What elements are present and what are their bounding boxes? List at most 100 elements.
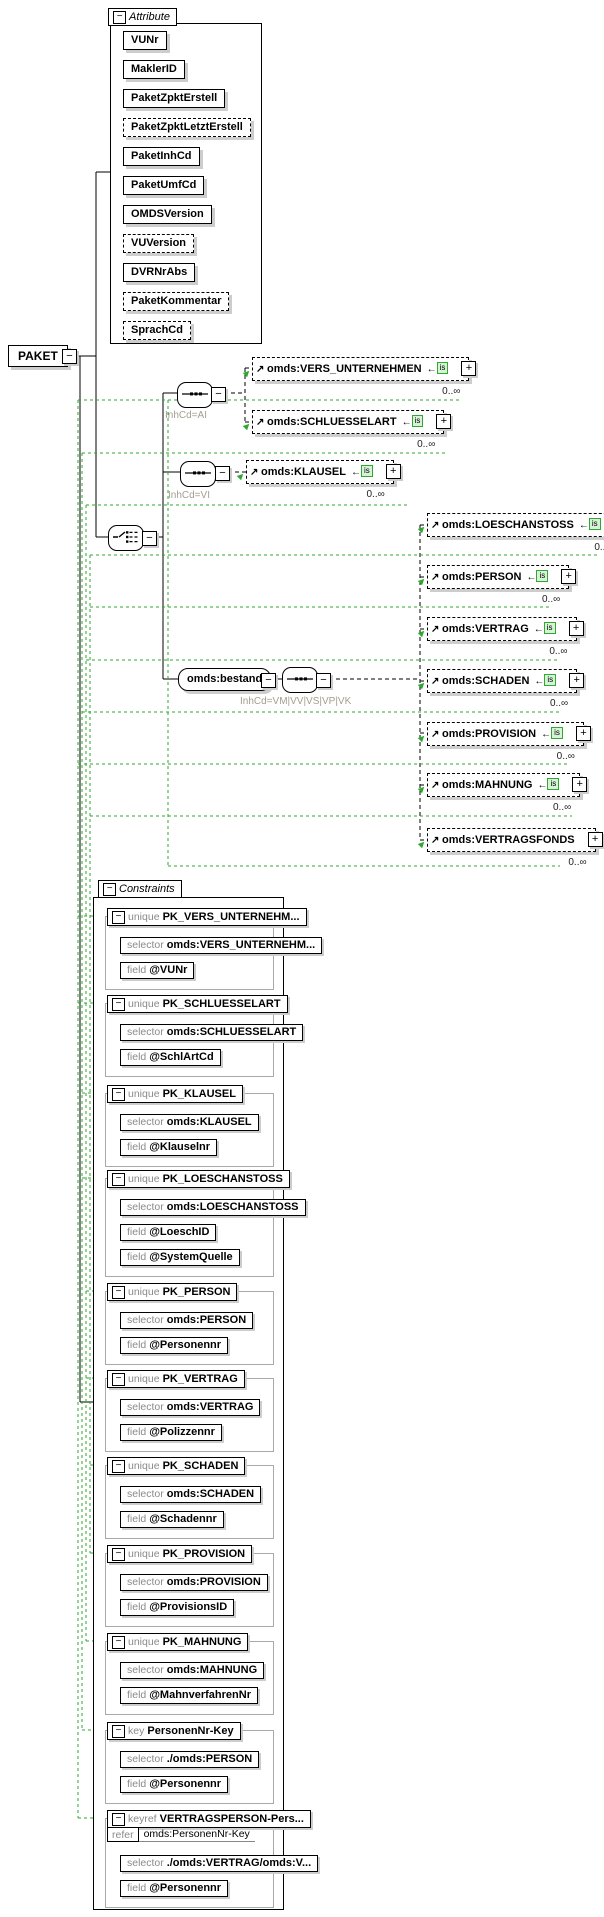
selector-box[interactable]: selector omds:PERSON	[120, 1312, 254, 1329]
root-element-box[interactable]: PAKET	[8, 345, 68, 367]
collapse-icon[interactable]: −	[261, 673, 276, 688]
element-box-omds-klausel[interactable]: ▶↗omds:KLAUSEL←is+0..∞	[235, 460, 401, 500]
field-box[interactable]: field @Personennr	[120, 1776, 229, 1793]
field-box[interactable]: field @MahnverfahrenNr	[120, 1687, 258, 1704]
attribute-box-maklerid[interactable]: MaklerID	[123, 60, 185, 79]
attribute-label: VUNr	[131, 34, 159, 46]
selector-box[interactable]: selector omds:PROVISION	[120, 1574, 268, 1591]
attribute-box-dvrnrabs[interactable]: DVRNrAbs	[123, 263, 196, 282]
reference-arrow-icon: ↗	[431, 835, 440, 846]
element-box-omds-vers-unternehmen[interactable]: ▶↗omds:VERS_UNTERNEHMEN←is+0..∞	[241, 357, 477, 397]
collapse-icon[interactable]: −	[112, 1725, 125, 1738]
selector-box[interactable]: selector ./omds:VERTRAG/omds:V...	[120, 1855, 319, 1872]
selector-box[interactable]: selector ./omds:PERSON	[120, 1751, 260, 1768]
collapse-icon[interactable]: −	[142, 531, 157, 546]
field-box[interactable]: field @LoeschID	[120, 1224, 217, 1241]
collapse-icon[interactable]: −	[112, 911, 125, 924]
field-box[interactable]: field @ProvisionsID	[120, 1599, 235, 1616]
selector-box[interactable]: selector omds:VERS_UNTERNEHM...	[120, 937, 323, 954]
sequence-icon[interactable]	[180, 461, 216, 487]
collapse-icon[interactable]: −	[103, 883, 116, 896]
attribute-box-paketzpktletzterstell[interactable]: PaketZpktLetztErstell	[123, 118, 251, 137]
collapse-icon[interactable]: −	[112, 1460, 125, 1473]
occurrence-label: 0..∞	[556, 751, 575, 762]
identity-constraint-badge: is	[547, 778, 560, 790]
constraints-panel-header[interactable]: − Constraints	[98, 880, 182, 898]
attribute-box-sprachcd[interactable]: SprachCd	[123, 321, 191, 340]
attribute-box-paketumfcd[interactable]: PaketUmfCd	[123, 176, 205, 195]
field-box[interactable]: field @VUNr	[120, 962, 195, 979]
attribute-box-omdsversion[interactable]: OMDSVersion	[123, 205, 212, 224]
field-box[interactable]: field @Schadennr	[120, 1511, 224, 1528]
selector-box[interactable]: selector omds:LOESCHANSTOSS	[120, 1199, 306, 1216]
attribute-box-paketinhcd[interactable]: PaketInhCd	[123, 147, 200, 166]
element-box-omds-vertrag[interactable]: ▶↗omds:VERTRAG←is+0..∞	[416, 617, 584, 657]
field-value: @VUNr	[149, 964, 188, 976]
attribute-box-vunr[interactable]: VUNr	[123, 31, 167, 50]
collapse-icon[interactable]: −	[112, 1636, 125, 1649]
selector-box[interactable]: selector omds:VERTRAG	[120, 1399, 261, 1416]
collapse-icon[interactable]: −	[62, 349, 77, 364]
collapse-icon[interactable]: −	[113, 11, 126, 24]
field-box[interactable]: field @SystemQuelle	[120, 1249, 240, 1266]
selector-box[interactable]: selector omds:MAHNUNG	[120, 1662, 265, 1679]
attribute-box-vuversion[interactable]: VUVersion	[123, 234, 195, 253]
expand-icon[interactable]: +	[461, 361, 477, 376]
constraint-header-pk-schaden[interactable]: −unique PK_SCHADEN	[107, 1457, 246, 1475]
element-box-omds-provision[interactable]: ▶↗omds:PROVISION←is+0..∞	[416, 722, 591, 762]
attributes-panel-header[interactable]: − Attribute	[108, 8, 177, 26]
field-box[interactable]: field @Klauselnr	[120, 1139, 218, 1156]
selector-box[interactable]: selector omds:SCHLUESSELART	[120, 1024, 304, 1041]
collapse-icon[interactable]: −	[112, 1088, 125, 1101]
field-box[interactable]: field @Polizzennr	[120, 1424, 222, 1441]
element-box-omds-vertragsfonds[interactable]: ▶↗omds:VERTRAGSFONDS+0..∞	[416, 828, 603, 868]
constraint-header-pk-provision[interactable]: −unique PK_PROVISION	[107, 1545, 253, 1563]
constraint-header-pk-vers-unternehm[interactable]: −unique PK_VERS_UNTERNEHM...	[107, 908, 307, 926]
collapse-icon[interactable]: −	[112, 998, 125, 1011]
constraint-header-personennr-key[interactable]: −key PersonenNr-Key	[107, 1722, 241, 1740]
field-box[interactable]: field @SchlArtCd	[120, 1049, 221, 1066]
expand-icon[interactable]: +	[436, 414, 452, 429]
element-label: omds:LOESCHANSTOSS	[442, 519, 574, 531]
constraint-header-pk-mahnung[interactable]: −unique PK_MAHNUNG	[107, 1633, 249, 1651]
field-label: field	[127, 1141, 147, 1153]
expand-icon[interactable]: +	[568, 621, 584, 636]
field-box[interactable]: field @Personennr	[120, 1880, 229, 1897]
element-box-omds-schluesselart[interactable]: ▶↗omds:SCHLUESSELART←is+0..∞	[241, 410, 452, 450]
constraint-header-pk-klausel[interactable]: −unique PK_KLAUSEL	[107, 1085, 243, 1103]
expand-icon[interactable]: +	[569, 673, 585, 688]
element-box-omds-mahnung[interactable]: ▶↗omds:MAHNUNG←is+0..∞	[416, 773, 588, 813]
constraint-header-pk-schluesselart[interactable]: −unique PK_SCHLUESSELART	[107, 995, 288, 1013]
collapse-icon[interactable]: −	[316, 673, 331, 688]
element-box-omds-loeschanstoss[interactable]: ▶↗omds:LOESCHANSTOSS←is+0..∞	[416, 513, 604, 553]
choice-icon[interactable]	[108, 525, 144, 551]
expand-icon[interactable]: +	[587, 832, 603, 847]
attribute-box-paketzpkterstell[interactable]: PaketZpktErstell	[123, 89, 226, 108]
bestand-element-box[interactable]: omds:bestand	[178, 668, 272, 691]
expand-icon[interactable]: +	[385, 464, 401, 479]
collapse-icon[interactable]: −	[112, 1173, 125, 1186]
expand-icon[interactable]: +	[561, 569, 577, 584]
selector-box[interactable]: selector omds:SCHADEN	[120, 1486, 262, 1503]
attribute-box-paketkommentar[interactable]: PaketKommentar	[123, 292, 230, 311]
collapse-icon[interactable]: −	[215, 466, 230, 481]
collapse-icon[interactable]: −	[112, 1373, 125, 1386]
constraint-header-pk-loeschanstoss[interactable]: −unique PK_LOESCHANSTOSS	[107, 1170, 290, 1188]
collapse-icon[interactable]: −	[112, 1813, 125, 1826]
constraint-header-pk-vertrag[interactable]: −unique PK_VERTRAG	[107, 1370, 245, 1388]
constraint-header-pk-person[interactable]: −unique PK_PERSON	[107, 1283, 238, 1301]
field-box[interactable]: field @Personennr	[120, 1337, 229, 1354]
collapse-icon[interactable]: −	[211, 387, 226, 402]
sequence-icon[interactable]	[177, 382, 213, 408]
expand-icon[interactable]: +	[572, 777, 588, 792]
expand-icon[interactable]: +	[575, 726, 591, 741]
element-box-omds-person[interactable]: ▶↗omds:PERSON←is+0..∞	[416, 565, 577, 605]
collapse-icon[interactable]: −	[112, 1286, 125, 1299]
collapse-icon[interactable]: −	[112, 1548, 125, 1561]
sequence-icon[interactable]	[282, 667, 318, 693]
constraint-header-vertragsperson-pers[interactable]: −keyref VERTRAGSPERSON-Pers...	[107, 1810, 311, 1828]
element-box-omds-schaden[interactable]: ▶↗omds:SCHADEN←is+0..∞	[416, 669, 585, 709]
selector-box[interactable]: selector omds:KLAUSEL	[120, 1114, 259, 1131]
attribute-label: PaketUmfCd	[131, 179, 197, 191]
